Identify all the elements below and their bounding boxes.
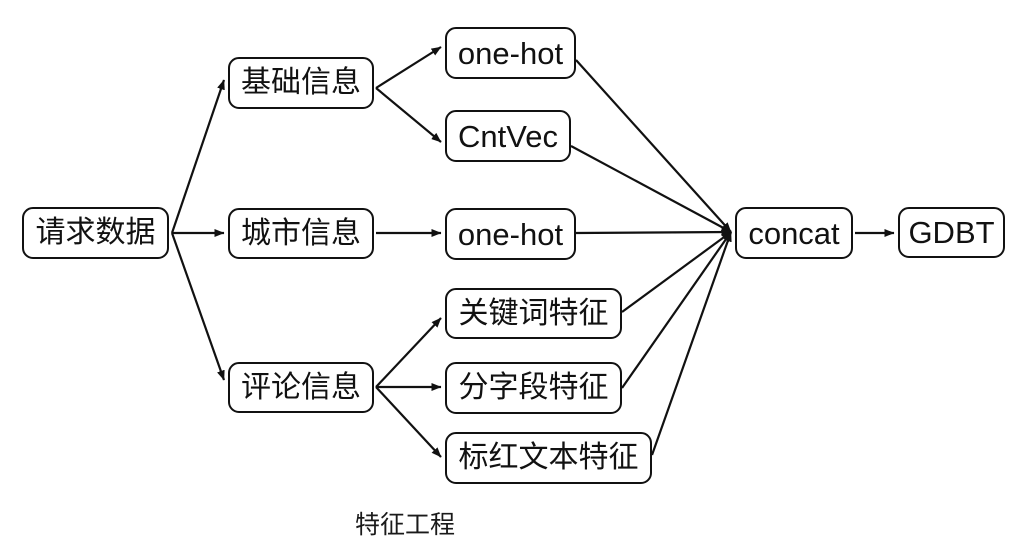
node-label: 基础信息 xyxy=(241,65,361,100)
node-redtext-feat[interactable]: 标红文本特征 xyxy=(445,432,652,484)
edge-basic-to-cntvec xyxy=(375,87,442,143)
edge-request-to-comment xyxy=(170,232,226,381)
node-city-info[interactable]: 城市信息 xyxy=(228,208,374,259)
edge-onehot-basic-to-concat xyxy=(575,59,732,233)
node-label: 请求数据 xyxy=(35,215,156,250)
node-label: CntVec xyxy=(458,118,558,154)
node-gdbt[interactable]: GDBT xyxy=(898,207,1005,258)
diagram-caption: 特征工程 xyxy=(355,510,456,539)
edge-comment-to-redtext xyxy=(375,386,442,458)
node-label: 标红文本特征 xyxy=(458,440,639,475)
node-comment-info[interactable]: 评论信息 xyxy=(228,362,374,413)
edge-onehot-city-to-concat xyxy=(575,228,732,237)
edge-basic-to-onehot xyxy=(375,46,442,89)
node-one-hot-basic[interactable]: one-hot xyxy=(445,27,576,79)
node-basic-info[interactable]: 基础信息 xyxy=(228,57,374,109)
node-label: 城市信息 xyxy=(241,215,361,251)
node-concat[interactable]: concat xyxy=(735,207,853,259)
node-label: one-hot xyxy=(457,216,564,252)
node-label: GDBT xyxy=(908,215,995,250)
edge-redtext-to-concat xyxy=(650,231,733,456)
node-label: one-hot xyxy=(457,35,564,71)
edge-keyword-to-concat xyxy=(621,231,732,313)
edge-request-to-basic xyxy=(170,79,226,234)
node-request-data[interactable]: 请求数据 xyxy=(22,207,169,259)
edge-cntvec-to-concat xyxy=(570,145,732,233)
node-keyword-feat[interactable]: 关键词特征 xyxy=(445,288,622,339)
node-label: 分字段特征 xyxy=(458,370,609,405)
node-cntvec[interactable]: CntVec xyxy=(445,110,571,162)
node-label: concat xyxy=(748,215,840,251)
node-label: 评论信息 xyxy=(241,369,361,405)
edge-comment-to-keyword xyxy=(375,317,442,388)
edge-field-to-concat xyxy=(621,231,732,389)
node-label: 关键词特征 xyxy=(458,295,609,331)
node-one-hot-city[interactable]: one-hot xyxy=(445,208,576,260)
node-field-feat[interactable]: 分字段特征 xyxy=(445,362,622,414)
